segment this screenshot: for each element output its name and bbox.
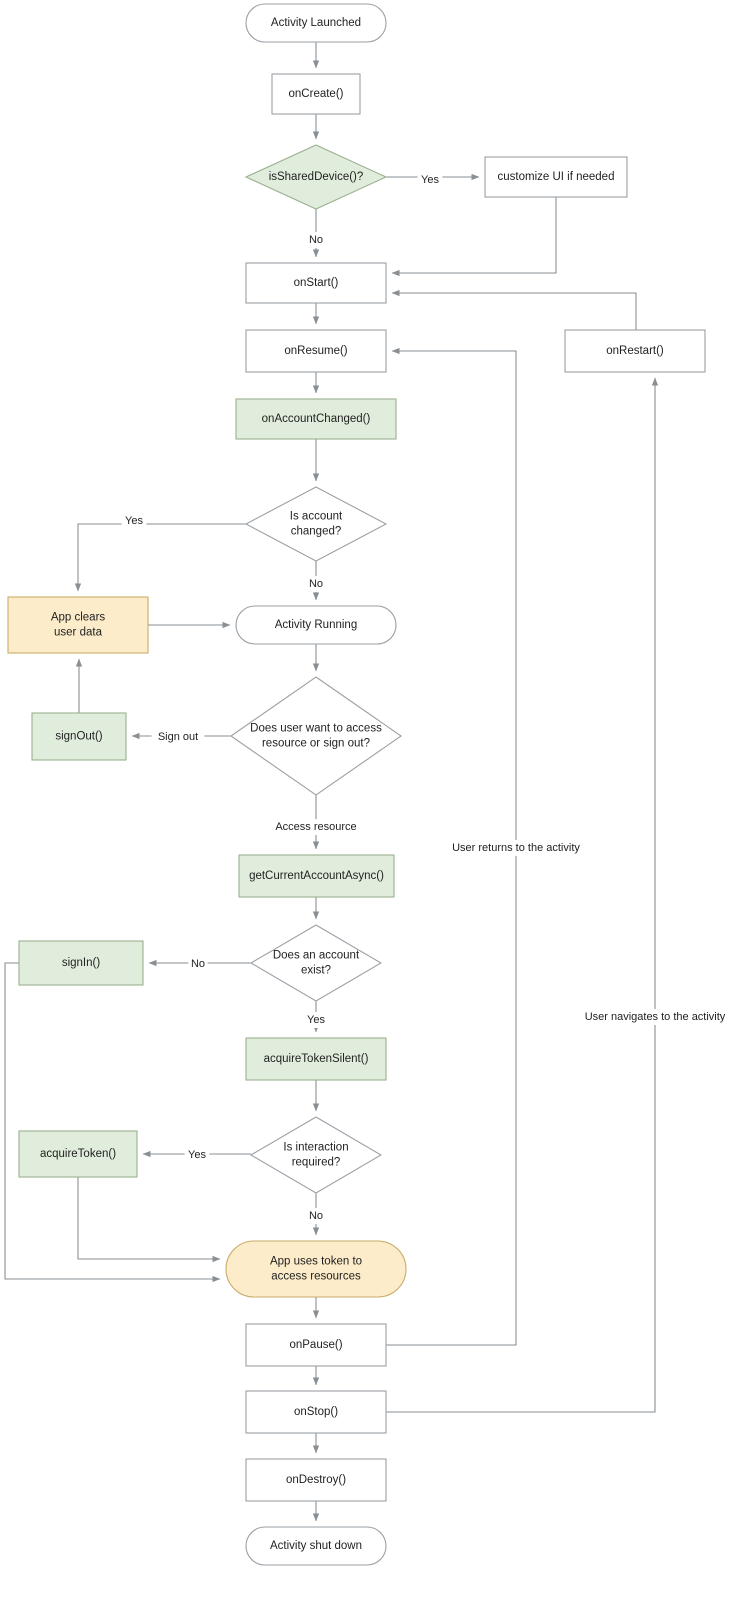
edge-label-backdrop (567, 1009, 740, 1025)
node-getcurrentaccountasync[interactable]: getCurrentAccountAsync() (238, 854, 395, 898)
terminator-shape (235, 605, 397, 645)
process-shape (7, 596, 149, 654)
node-signin[interactable]: signIn() (18, 940, 144, 986)
node-onstop[interactable]: onStop() (245, 1390, 387, 1434)
node-onrestart[interactable]: onRestart() (564, 329, 706, 373)
node-acquiretokensilent[interactable]: acquireTokenSilent() (245, 1037, 387, 1081)
edge-label-backdrop (151, 729, 205, 745)
edge-label-e-exist-signin: No (188, 956, 208, 972)
edge-label-text: No (309, 578, 323, 590)
edge-label-e-onstop-onrestart: User navigates to the activity (567, 1009, 740, 1025)
edge-label-backdrop (306, 1208, 326, 1224)
edge-label-backdrop (433, 840, 599, 856)
edge-label-backdrop (417, 172, 443, 188)
edge-label-e-interaction-uses: No (306, 1208, 326, 1224)
edge-label-backdrop (188, 956, 208, 972)
process-shape (235, 398, 397, 440)
terminator-shape (245, 3, 387, 43)
decision-shape (244, 486, 388, 562)
edge-label-e-shared-onstart: No (306, 232, 326, 248)
process-shape (245, 329, 387, 373)
edge-e-onrestart-onstart (391, 289, 637, 330)
edge-e-onstop-onrestart (386, 377, 659, 1413)
process-shape (271, 73, 361, 115)
node-is-shared-device[interactable]: isSharedDevice()? (244, 144, 388, 210)
node-acquiretoken[interactable]: acquireToken() (18, 1130, 138, 1178)
process-shape (245, 1458, 387, 1502)
process-shape (564, 329, 706, 373)
edge-label-backdrop (270, 819, 362, 835)
terminator-shape (245, 1526, 387, 1566)
process-shape (31, 712, 127, 761)
edge-label-e-doesuser-signout: Sign out (151, 729, 205, 745)
node-customize-ui[interactable]: customize UI if needed (484, 156, 628, 198)
edge-e-isacct-clears (74, 523, 246, 592)
decision-shape (249, 924, 383, 1002)
edge-e-signin-usestoken (4, 962, 221, 1283)
node-oncreate[interactable]: onCreate() (271, 73, 361, 115)
decision-shape (230, 676, 402, 796)
terminator-shape (225, 1240, 407, 1298)
node-onpause[interactable]: onPause() (245, 1323, 387, 1367)
edge-label-text: Access resource (275, 821, 356, 833)
process-shape (245, 1037, 387, 1081)
nodes-layer: Activity Launched onCreate() isSharedDevic… (7, 3, 706, 1566)
edge-label-text: User navigates to the activity (585, 1011, 726, 1023)
edge-label-text: Yes (188, 1149, 206, 1161)
node-onstart[interactable]: onStart() (245, 262, 387, 304)
edge-label-e-isacct-clears: Yes (121, 513, 147, 529)
edge-label-e-isacct-running: No (306, 576, 326, 592)
edge-label-e-exist-silent: Yes (303, 1012, 329, 1028)
node-activity-shut-down[interactable]: Activity shut down (245, 1526, 387, 1566)
edge-label-text: Yes (125, 515, 143, 527)
edge-e-acquire-usestoken (77, 1177, 221, 1263)
edge-label-e-doesuser-getacct: Access resource (270, 819, 362, 835)
edge-label-backdrop (306, 232, 326, 248)
process-shape (238, 854, 395, 898)
process-shape (18, 940, 144, 986)
edge-label-backdrop (303, 1012, 329, 1028)
node-onaccountchanged[interactable]: onAccountChanged() (235, 398, 397, 440)
edge-label-backdrop (184, 1147, 210, 1163)
node-activity-launched[interactable]: Activity Launched (245, 3, 387, 43)
edge-label-e-shared-customize: Yes (417, 172, 443, 188)
edge-label-text: No (191, 958, 205, 970)
process-shape (245, 1390, 387, 1434)
process-shape (245, 262, 387, 304)
edge-label-backdrop (306, 576, 326, 592)
edge-label-e-interaction-acquire: Yes (184, 1147, 210, 1163)
edge-label-backdrop (121, 513, 147, 529)
process-shape (245, 1323, 387, 1367)
process-shape (484, 156, 628, 198)
decision-shape (244, 144, 388, 210)
node-ondestroy[interactable]: onDestroy() (245, 1458, 387, 1502)
process-shape (18, 1130, 138, 1178)
edge-e-customize-onstart (391, 197, 557, 277)
node-onresume[interactable]: onResume() (245, 329, 387, 373)
edge-label-text: Sign out (158, 731, 198, 743)
edge-label-text: Yes (307, 1014, 325, 1026)
node-signout[interactable]: signOut() (31, 712, 127, 761)
edge-label-text: Yes (421, 174, 439, 186)
edge-label-e-onpause-onresume: User returns to the activity (433, 840, 599, 856)
edge-label-text: No (309, 234, 323, 246)
node-activity-running[interactable]: Activity Running (235, 605, 397, 645)
edge-label-text: No (309, 1210, 323, 1222)
decision-shape (249, 1116, 383, 1194)
edge-label-text: User returns to the activity (452, 842, 580, 854)
